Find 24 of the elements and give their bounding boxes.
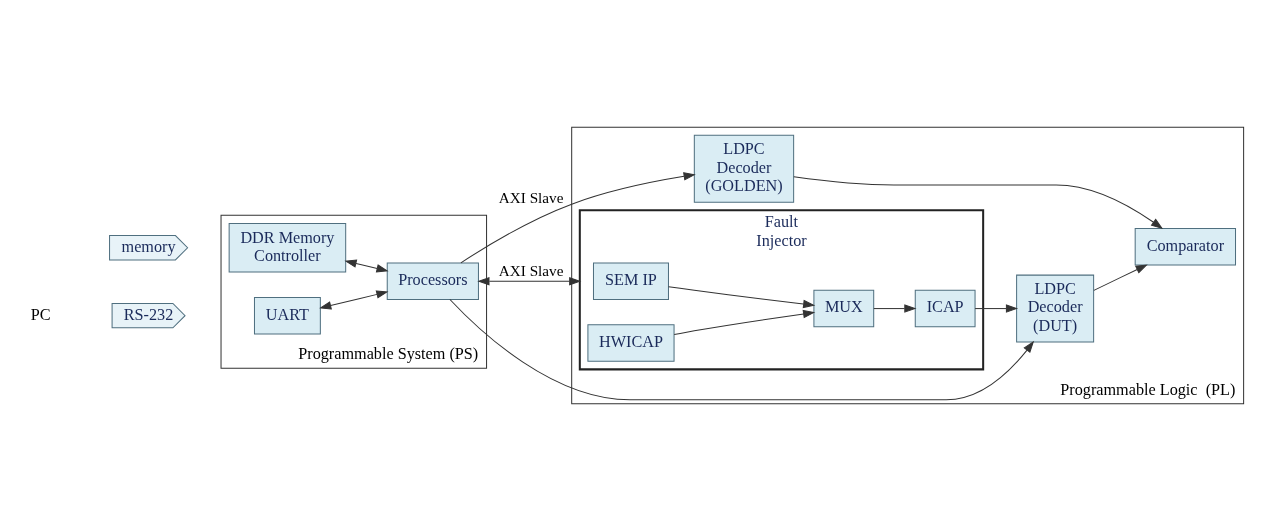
arrow xyxy=(460,171,696,263)
node-box: Comparator xyxy=(1134,227,1236,265)
node-box: SEM IP xyxy=(592,261,669,300)
node-box: Processors xyxy=(386,261,479,300)
arrow xyxy=(668,285,816,308)
arrow xyxy=(1093,263,1148,291)
node-label: PC xyxy=(30,305,51,324)
node-box: LDPC Decoder (DUT) xyxy=(1016,274,1095,343)
edge-label: AXI Slave xyxy=(498,261,564,279)
arrow xyxy=(344,258,389,272)
arrow xyxy=(449,298,1035,400)
arrow xyxy=(793,175,1164,229)
node-box: ICAP xyxy=(914,289,976,327)
node-box: LDPC Decoder (GOLDEN) xyxy=(693,134,795,203)
arrow xyxy=(974,303,1019,313)
arrow xyxy=(673,309,816,335)
edge-label: AXI Slave xyxy=(498,188,564,206)
arrow xyxy=(873,303,917,313)
arrow xyxy=(319,289,389,310)
node-box: DDR Memory Controller xyxy=(228,222,347,273)
node-box: UART xyxy=(253,296,321,334)
node-box: HWICAP xyxy=(587,323,675,362)
node-box: MUX xyxy=(813,289,875,327)
arrow xyxy=(477,276,582,285)
